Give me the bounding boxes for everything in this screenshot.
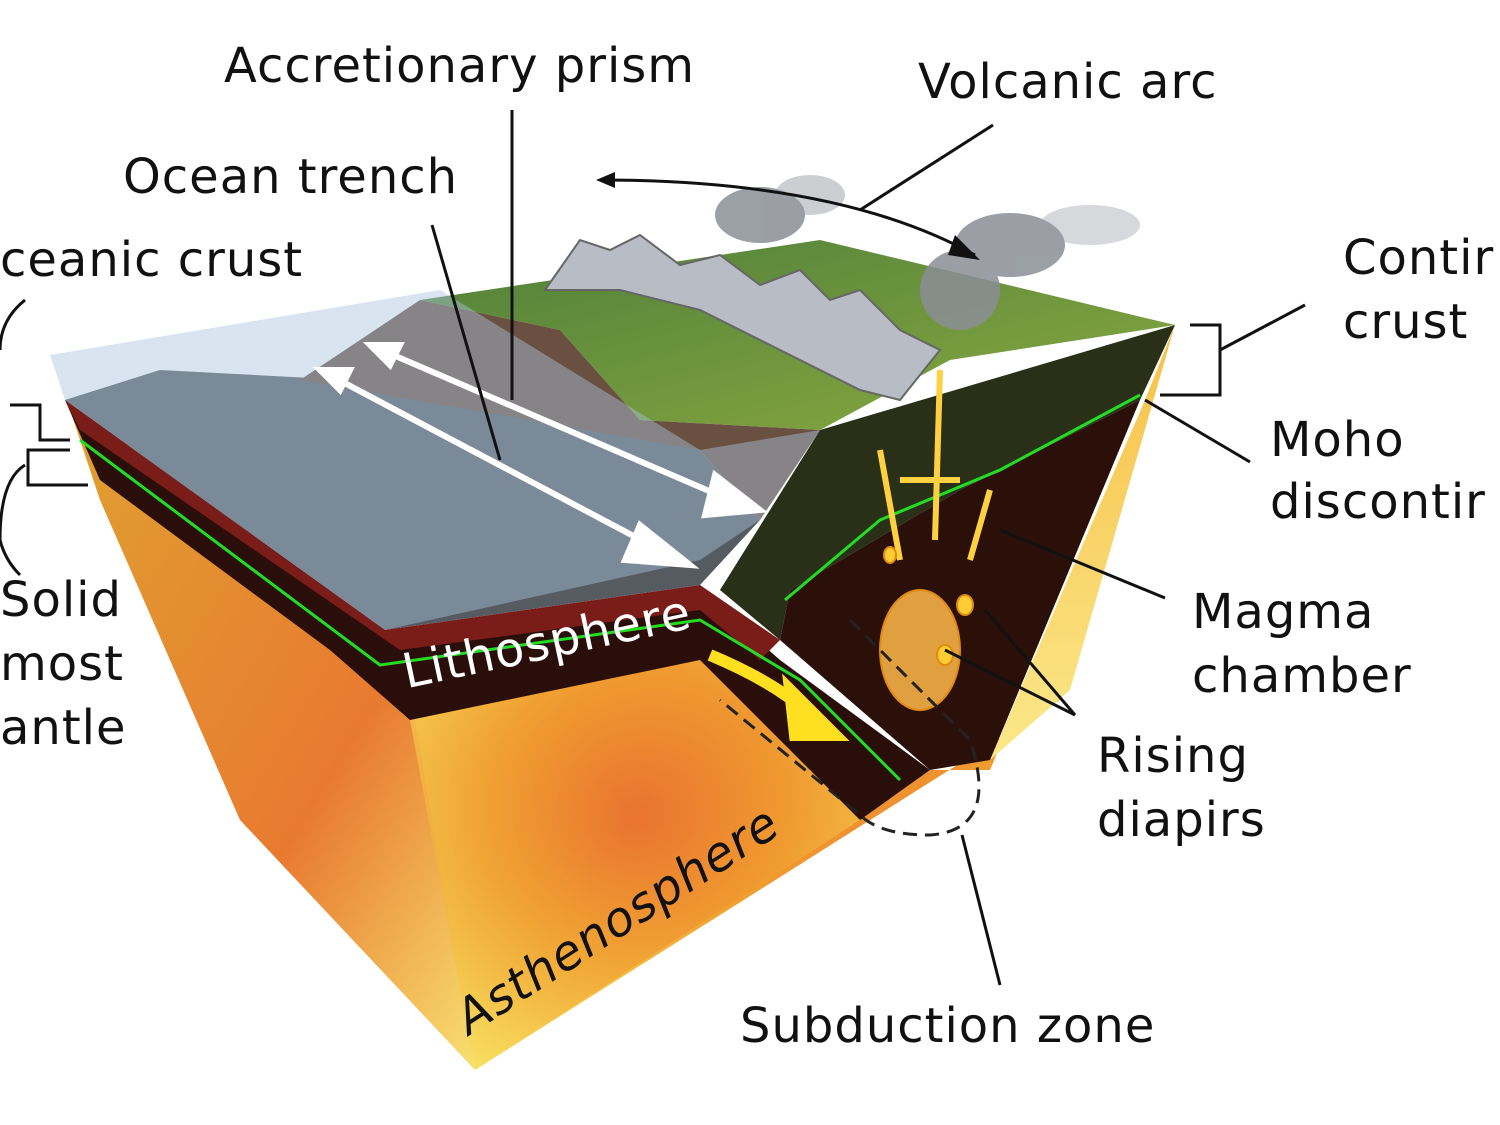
left-face-mantle [70, 410, 475, 1070]
label-continental-crust-2: crust [1343, 294, 1469, 350]
label-ocean-trench: Ocean trench [123, 149, 459, 205]
coastal-slope [300, 300, 820, 520]
arrowhead [596, 172, 615, 188]
label-volcanic-arc: Volcanic arc [918, 54, 1218, 110]
magma-chamber [877, 369, 993, 711]
label-diapirs-1: Rising [1097, 728, 1249, 784]
leader-lines [0, 110, 1306, 986]
label-accretionary-prism: Accretionary prism [224, 38, 696, 94]
label-magma-1: Magma [1192, 584, 1375, 640]
volcanic-plumes [715, 175, 1140, 330]
arrowhead [948, 235, 980, 260]
label-subduction-zone: Subduction zone [740, 998, 1156, 1054]
moho-line-oceanic [79, 438, 902, 782]
label-moho-2: discontir [1270, 474, 1486, 530]
oceanic-lithosphere [65, 400, 930, 820]
mountains [543, 233, 942, 402]
continental-lower [780, 400, 1140, 770]
label-mantle-2: most [0, 636, 124, 692]
ocean-water [50, 290, 820, 630]
label-mantle-3: antle [0, 700, 127, 756]
subduction-arrow [707, 649, 850, 741]
plate-motion-arrows [312, 342, 768, 569]
moho-line-continental [784, 393, 1141, 602]
front-face-lower [410, 650, 860, 1070]
label-continental-crust-1: Contir [1343, 230, 1495, 286]
label-magma-2: chamber [1192, 648, 1412, 704]
subduction-zone-dashed [719, 618, 981, 837]
label-diapirs-2: diapirs [1097, 792, 1266, 848]
label-oceanic-crust: ceanic crust [0, 232, 304, 288]
volcanic-arc-curve-arrow [599, 178, 976, 257]
label-mantle-1: Solid [0, 572, 122, 628]
label-moho-1: Moho [1270, 412, 1405, 468]
